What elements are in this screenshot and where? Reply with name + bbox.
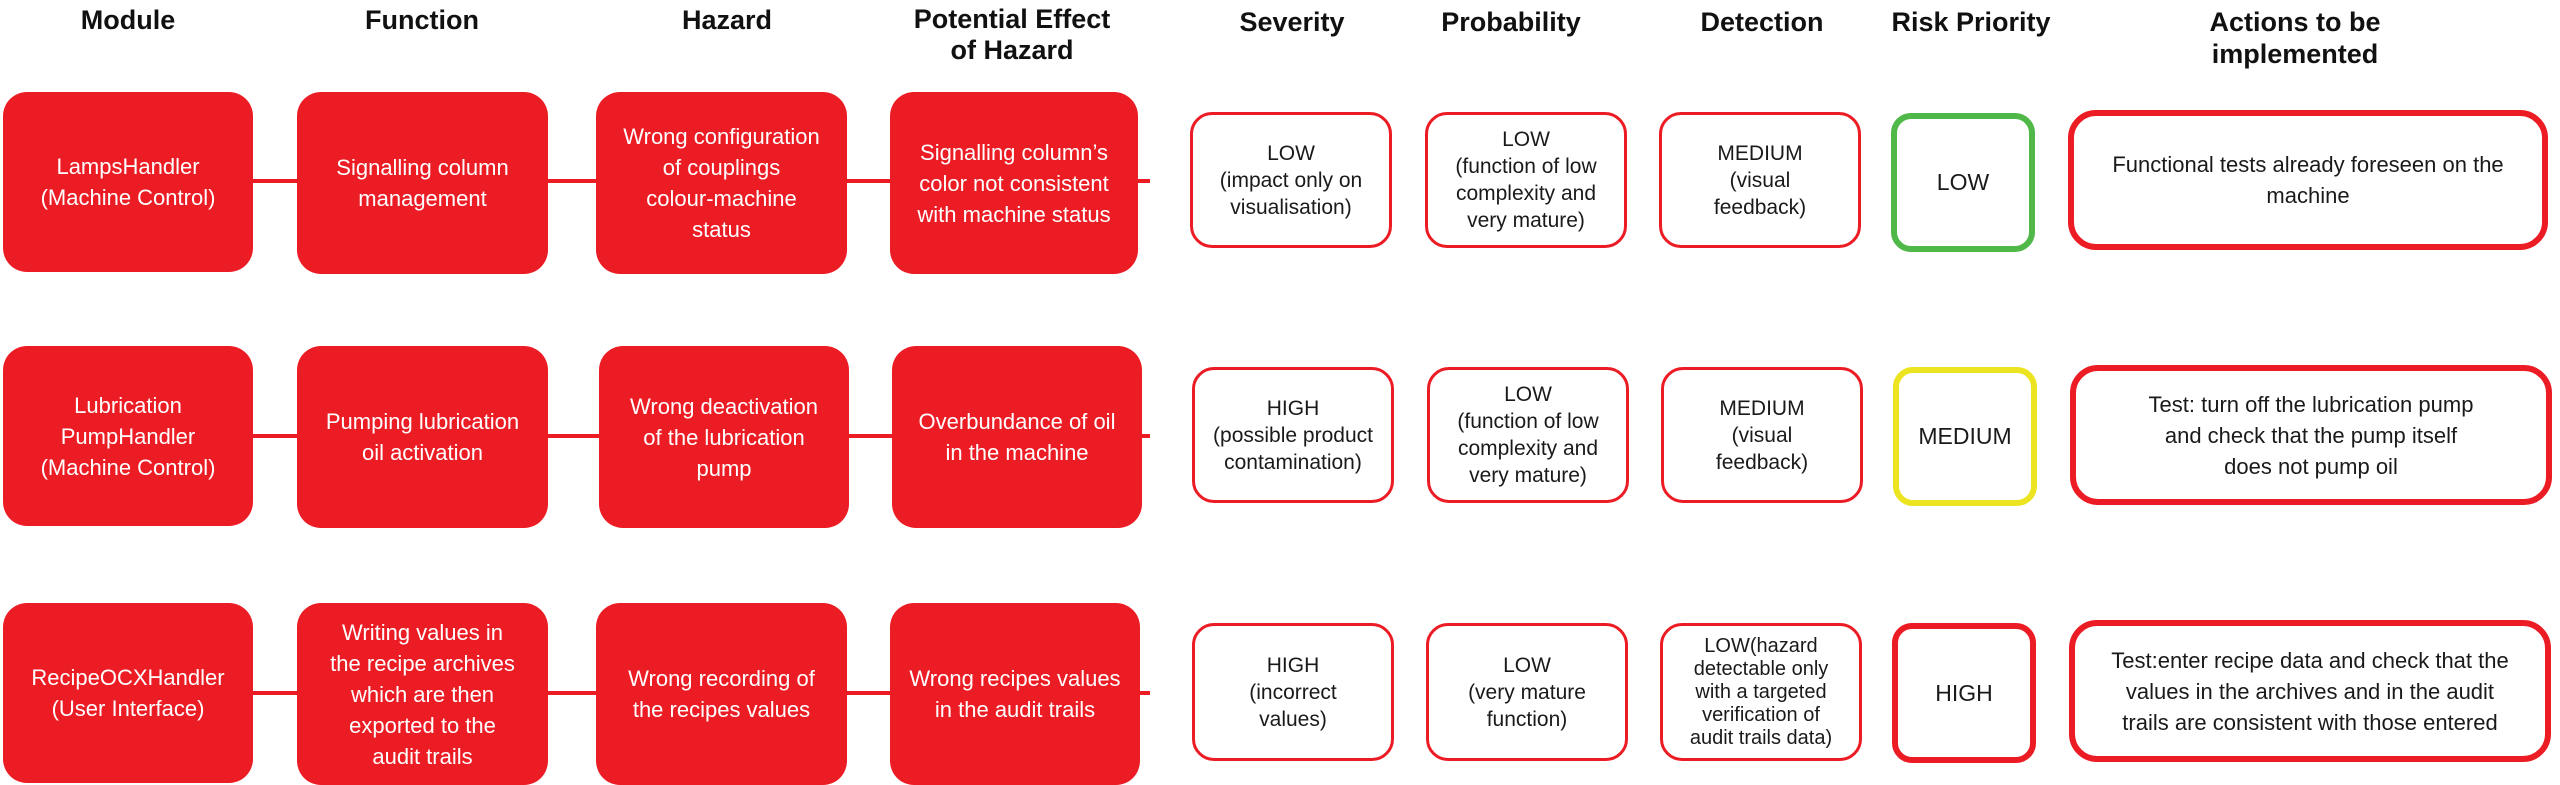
severity-box: HIGH (incorrect values) (1192, 623, 1394, 761)
risk-priority-medium-box: MEDIUM (1893, 367, 2037, 506)
hazard-box: Wrong configuration of couplings colour-… (596, 92, 847, 274)
header-severity: Severity (1239, 7, 1345, 37)
header-hazard: Hazard (681, 5, 773, 35)
effect-box: Overbundance of oil in the machine (892, 346, 1142, 528)
module-box: RecipeOCXHandler (User Interface) (3, 603, 253, 783)
header-detection: Detection (1700, 7, 1824, 37)
actions-box: Test: turn off the lubrication pump and … (2070, 365, 2552, 505)
module-box: Lubrication PumpHandler (Machine Control… (3, 346, 253, 526)
function-box: Writing values in the recipe archives wh… (297, 603, 548, 785)
effect-box: Signalling column’s color not consistent… (890, 92, 1138, 274)
header-module: Module (80, 5, 176, 35)
actions-box: Test:enter recipe data and check that th… (2069, 620, 2551, 762)
risk-priority-low-box: LOW (1891, 113, 2035, 252)
function-box: Pumping lubrication oil activation (297, 346, 548, 528)
hazard-box: Wrong recording of the recipes values (596, 603, 847, 785)
probability-box: LOW (function of low complexity and very… (1425, 112, 1627, 248)
detection-box: MEDIUM (visual feedback) (1661, 367, 1863, 503)
detection-box: MEDIUM (visual feedback) (1659, 112, 1861, 248)
probability-box: LOW (function of low complexity and very… (1427, 367, 1629, 503)
probability-box: LOW (very mature function) (1426, 623, 1628, 761)
actions-box: Functional tests already foreseen on the… (2068, 110, 2548, 250)
header-actions: Actions to be implemented (2209, 7, 2381, 69)
detection-box: LOW(hazard detectable only with a target… (1660, 623, 1862, 761)
severity-box: HIGH (possible product contamination) (1192, 367, 1394, 503)
hazard-box: Wrong deactivation of the lubrication pu… (599, 346, 849, 528)
header-probability: Probability (1441, 7, 1581, 37)
module-box: LampsHandler (Machine Control) (3, 92, 253, 272)
header-function: Function (365, 5, 479, 35)
effect-box: Wrong recipes values in the audit trails (890, 603, 1140, 785)
header-potential-effect: Potential Effect of Hazard (913, 4, 1111, 65)
function-box: Signalling column management (297, 92, 548, 274)
severity-box: LOW (impact only on visualisation) (1190, 112, 1392, 248)
header-risk-priority: Risk Priority (1891, 7, 2051, 37)
risk-priority-high-box: HIGH (1892, 623, 2036, 763)
